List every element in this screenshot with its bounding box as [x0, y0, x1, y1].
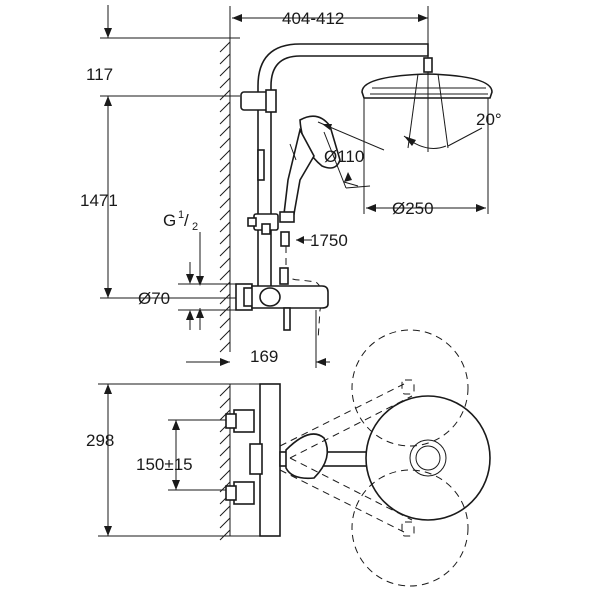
hatch-stroke — [219, 341, 231, 353]
hatch-stroke — [219, 161, 231, 173]
hatch-stroke — [219, 101, 231, 113]
hatch-stroke — [219, 529, 231, 541]
hatch-stroke — [219, 409, 231, 421]
hatch-stroke — [219, 137, 231, 149]
head-shower-side — [361, 57, 493, 214]
hatch-stroke — [219, 209, 231, 221]
hatch-stroke — [219, 257, 231, 269]
dim-label-117: 117 — [86, 65, 113, 84]
hatch-stroke — [219, 433, 231, 445]
dim-head-diameter: Ø250 — [366, 199, 486, 218]
swing-positions-dashed — [279, 329, 469, 587]
hatch-stroke — [219, 517, 231, 529]
hatch-stroke — [219, 505, 231, 517]
thread-label-g: G — [163, 211, 176, 230]
dim-escutcheon: Ø70 — [138, 262, 238, 330]
hand-shower-side — [279, 115, 371, 223]
hatch-stroke — [219, 305, 231, 317]
dim-label-298: 298 — [86, 431, 114, 450]
dim-label-404-412: 404-412 — [282, 9, 344, 28]
dim-label-110: Ø110 — [324, 147, 364, 166]
hatch-stroke — [219, 233, 231, 245]
hatch-stroke — [219, 41, 231, 53]
slider-holder — [247, 149, 290, 247]
riser-pipe — [240, 43, 429, 301]
hatch-stroke — [219, 185, 231, 197]
wall-hatch-side — [219, 40, 231, 353]
hatch-stroke — [219, 65, 231, 77]
hatch-stroke — [219, 317, 231, 329]
dim-label-1750: 1750 — [310, 231, 348, 250]
hatch-stroke — [219, 89, 231, 101]
dim-hand-diameter: Ø110 — [317, 121, 385, 187]
hatch-stroke — [219, 385, 231, 397]
wall-hatch-plan — [219, 384, 231, 541]
hatch-stroke — [219, 221, 231, 233]
thread-size-annotation: G 1 / 2 — [163, 209, 204, 330]
dim-plan-depth: 298 — [86, 383, 268, 537]
hatch-stroke — [219, 445, 231, 457]
thread-label-slash: / — [184, 211, 189, 230]
thread-label-num: 1 — [178, 209, 184, 221]
dim-label-70: Ø70 — [138, 289, 170, 308]
head-shower-plan — [365, 395, 491, 521]
hatch-stroke — [219, 397, 231, 409]
hatch-stroke — [219, 125, 231, 137]
dim-center-distance: 150±15 — [136, 419, 238, 491]
dim-projection: 169 — [186, 310, 330, 368]
hatch-stroke — [219, 457, 231, 469]
hatch-stroke — [219, 269, 231, 281]
hatch-stroke — [219, 245, 231, 257]
tilt-angle-annotation: 20° — [403, 110, 502, 149]
hatch-stroke — [219, 329, 231, 341]
thermostat-side — [235, 267, 329, 331]
hatch-stroke — [219, 77, 231, 89]
dim-label-20deg: 20° — [476, 110, 502, 129]
dim-label-169: 169 — [250, 347, 278, 366]
hatch-stroke — [219, 113, 231, 125]
dim-top-height: 117 — [86, 5, 113, 120]
dim-label-250: Ø250 — [392, 199, 434, 218]
hand-shower-plan — [285, 433, 329, 480]
hatch-stroke — [219, 53, 231, 65]
hatch-stroke — [219, 469, 231, 481]
hatch-stroke — [219, 293, 231, 305]
dim-label-150: 150±15 — [136, 455, 193, 474]
hatch-stroke — [219, 149, 231, 161]
thread-label-den: 2 — [192, 221, 198, 233]
hatch-stroke — [219, 173, 231, 185]
dim-label-1471: 1471 — [80, 191, 118, 210]
hatch-stroke — [219, 197, 231, 209]
dim-outlet-height: 1750 — [296, 231, 348, 250]
thermostat-plan — [225, 383, 281, 537]
dim-total-height: 1471 — [80, 96, 118, 298]
